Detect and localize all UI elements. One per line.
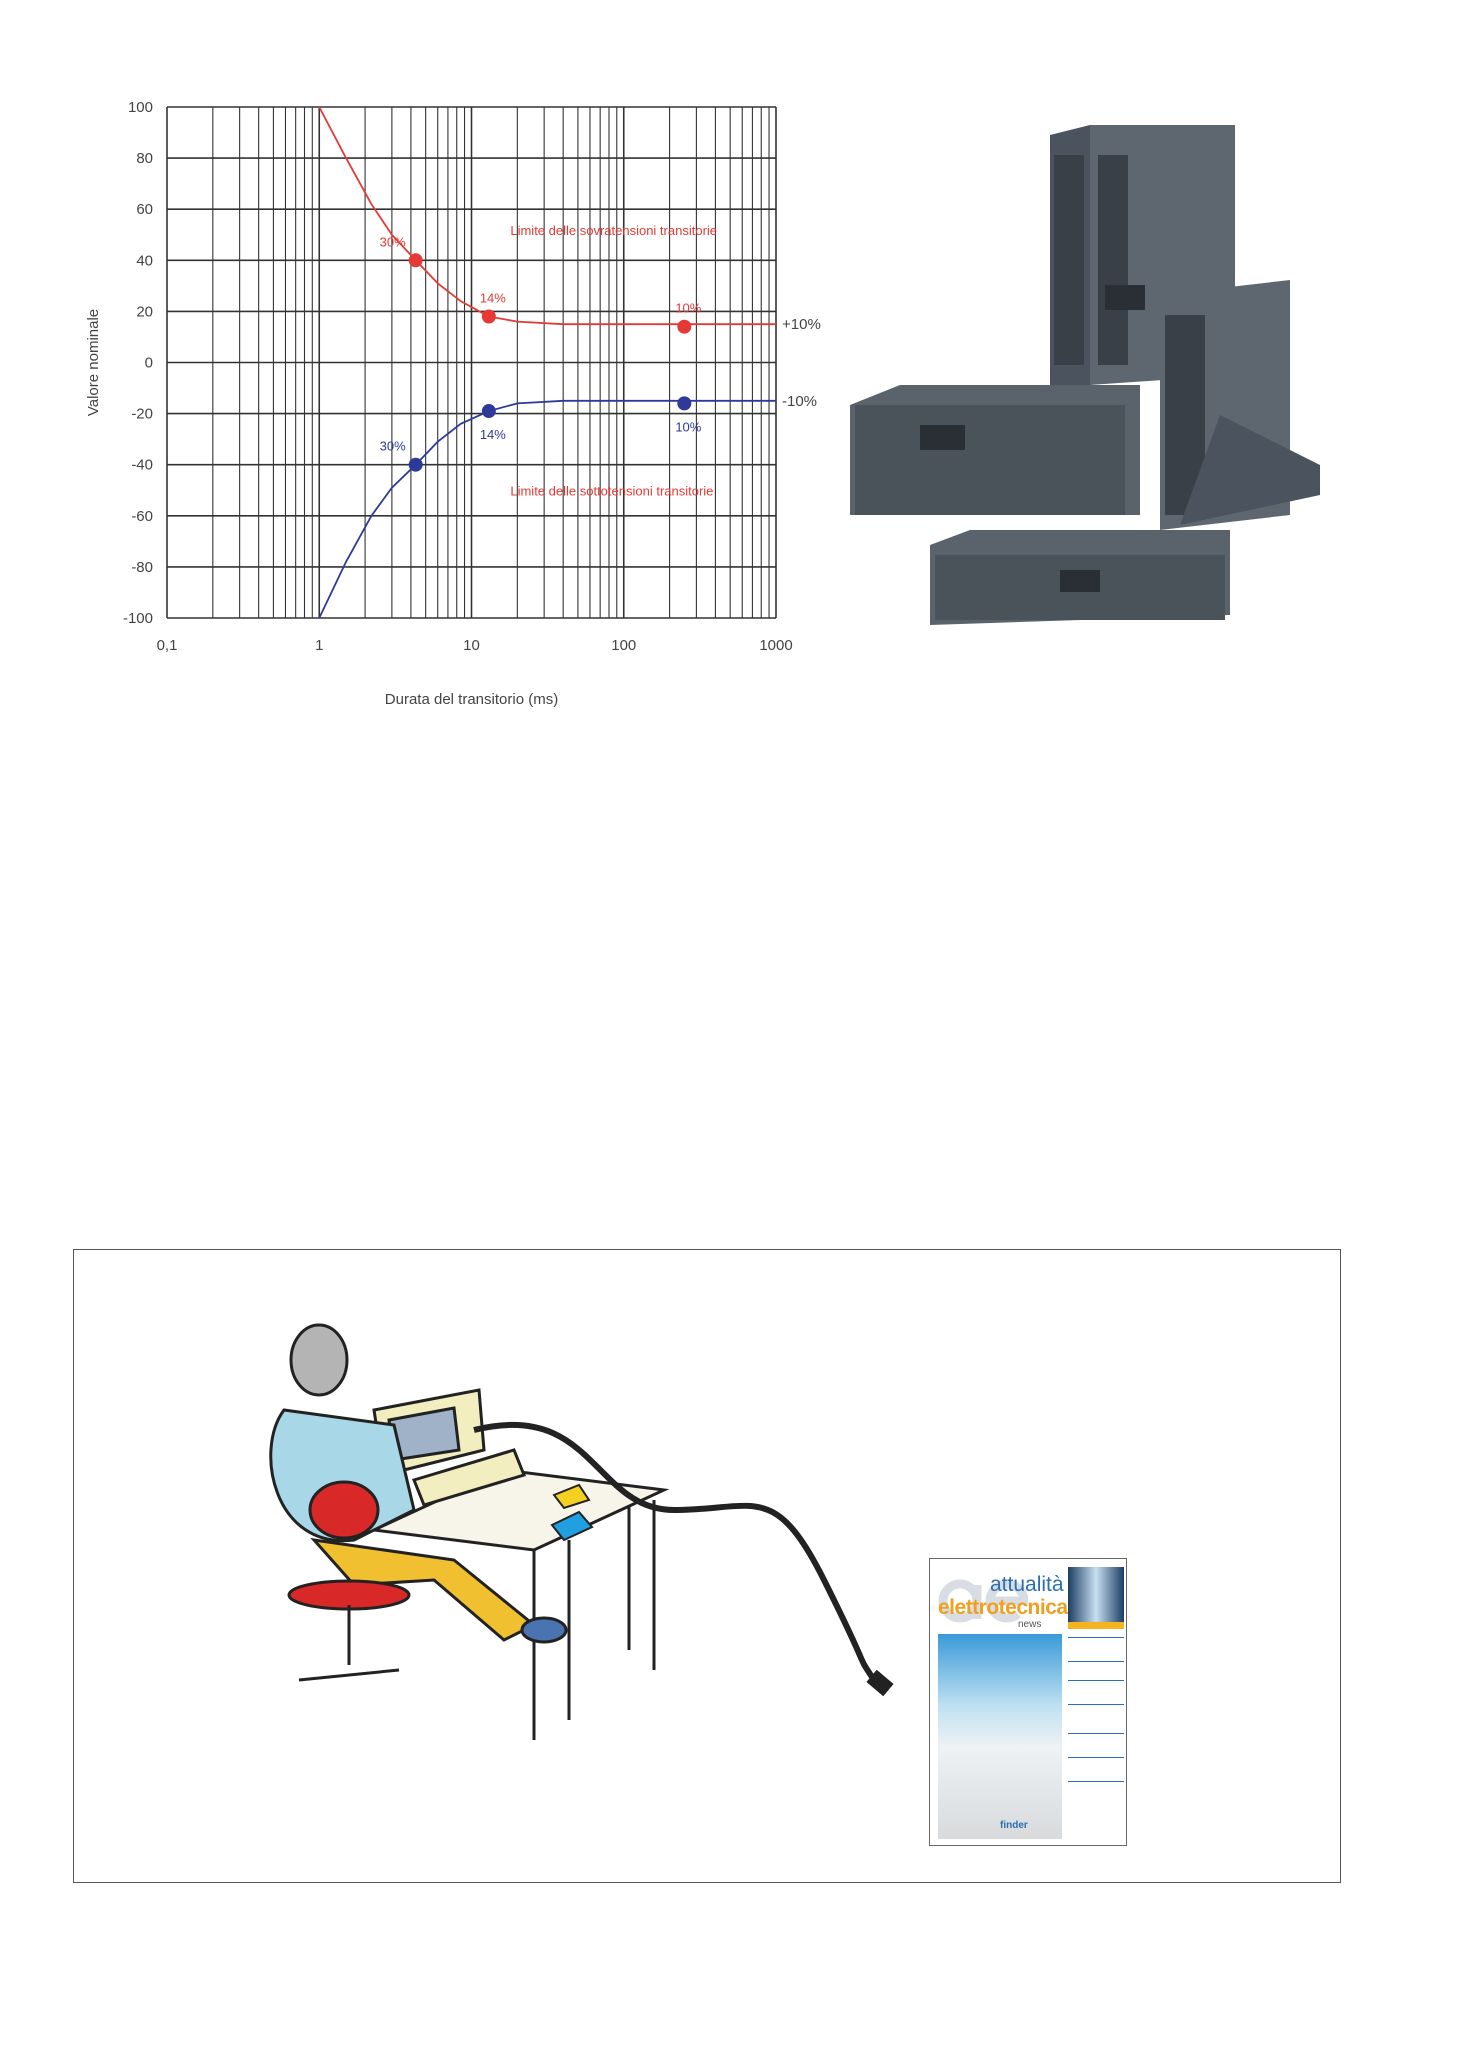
y-tick-label: -40 <box>131 457 153 474</box>
annotation-overvoltage: Limite delle sovratensioni transitorie <box>510 223 717 238</box>
data-point <box>408 253 423 268</box>
cover-logo-line3: news <box>1018 1619 1042 1630</box>
annotation-undervoltage: Limite delle sottotensioni transitorie <box>510 483 713 498</box>
y-tick-label: -60 <box>131 508 153 525</box>
y-tick-label: 80 <box>136 150 153 167</box>
cover-logo-line1: attualità <box>990 1573 1064 1596</box>
power-cable <box>473 1421 877 1682</box>
x-tick-label: 10 <box>463 637 480 654</box>
transient-limits-chart: 100 80 60 40 20 0 -20 -40 -60 -80 -1000,1 1 10 100 100… <box>85 99 821 708</box>
data-label: 10% <box>675 301 701 316</box>
cover-rule <box>1068 1704 1124 1705</box>
chair <box>287 1480 411 1682</box>
papers <box>550 1483 594 1542</box>
rack-ups-small <box>930 530 1230 625</box>
cover-logo-line2: elettrotecnica <box>938 1596 1068 1619</box>
person-at-computer-illustration <box>269 1323 894 1740</box>
x-tick-label: 0,1 <box>157 637 178 654</box>
data-label: 14% <box>480 427 506 442</box>
data-label: 30% <box>380 234 406 249</box>
cover-rule <box>1068 1661 1124 1662</box>
data-label: 14% <box>480 291 506 306</box>
y-tick-label: 40 <box>136 252 153 269</box>
rack-ups-large <box>850 385 1140 515</box>
person <box>269 1323 568 1644</box>
illustration-frame: attualità elettrotecnica news finder <box>73 1249 1341 1883</box>
cover-brand: finder <box>1000 1820 1028 1831</box>
plug-icon <box>866 1669 894 1697</box>
y-tick-label: 0 <box>145 355 153 372</box>
data-point <box>481 404 496 419</box>
x-tick-label: 1000 <box>759 637 792 654</box>
data-label: 10% <box>675 419 701 434</box>
y-tick-label: -100 <box>123 610 153 627</box>
cover-logo-mark <box>938 1579 1028 1623</box>
cover-accent-bar <box>1068 1622 1124 1629</box>
data-label: 30% <box>380 439 406 454</box>
tower-ups-small <box>1160 280 1320 530</box>
data-point <box>677 319 692 334</box>
series-line-undervoltage <box>318 399 776 619</box>
desk <box>368 1468 670 1740</box>
ups-products-photo <box>850 125 1320 625</box>
data-point <box>481 309 496 324</box>
data-point <box>408 457 423 472</box>
magazine-cover: attualità elettrotecnica news finder <box>929 1558 1127 1846</box>
cover-rule <box>1068 1733 1124 1734</box>
series-end-label: +10% <box>782 316 821 333</box>
cover-rule <box>1068 1680 1124 1681</box>
cover-photo <box>938 1634 1062 1839</box>
y-tick-label: -80 <box>131 559 153 576</box>
y-tick-label: -20 <box>131 406 153 423</box>
series-end-label: -10% <box>782 393 817 410</box>
y-axis-label: Valore nominale <box>85 309 102 416</box>
x-tick-label: 100 <box>611 637 636 654</box>
data-point <box>677 396 692 411</box>
x-axis-label: Durata del transitorio (ms) <box>385 691 558 708</box>
cover-thumbnail <box>1068 1567 1124 1622</box>
y-tick-label: 20 <box>136 303 153 320</box>
series-line-overvoltage <box>318 106 776 326</box>
y-tick-label: 100 <box>128 99 153 116</box>
cover-rule <box>1068 1781 1124 1782</box>
cover-rule <box>1068 1757 1124 1758</box>
x-tick-label: 1 <box>315 637 323 654</box>
cover-rule <box>1068 1637 1124 1638</box>
y-tick-label: 60 <box>136 201 153 218</box>
